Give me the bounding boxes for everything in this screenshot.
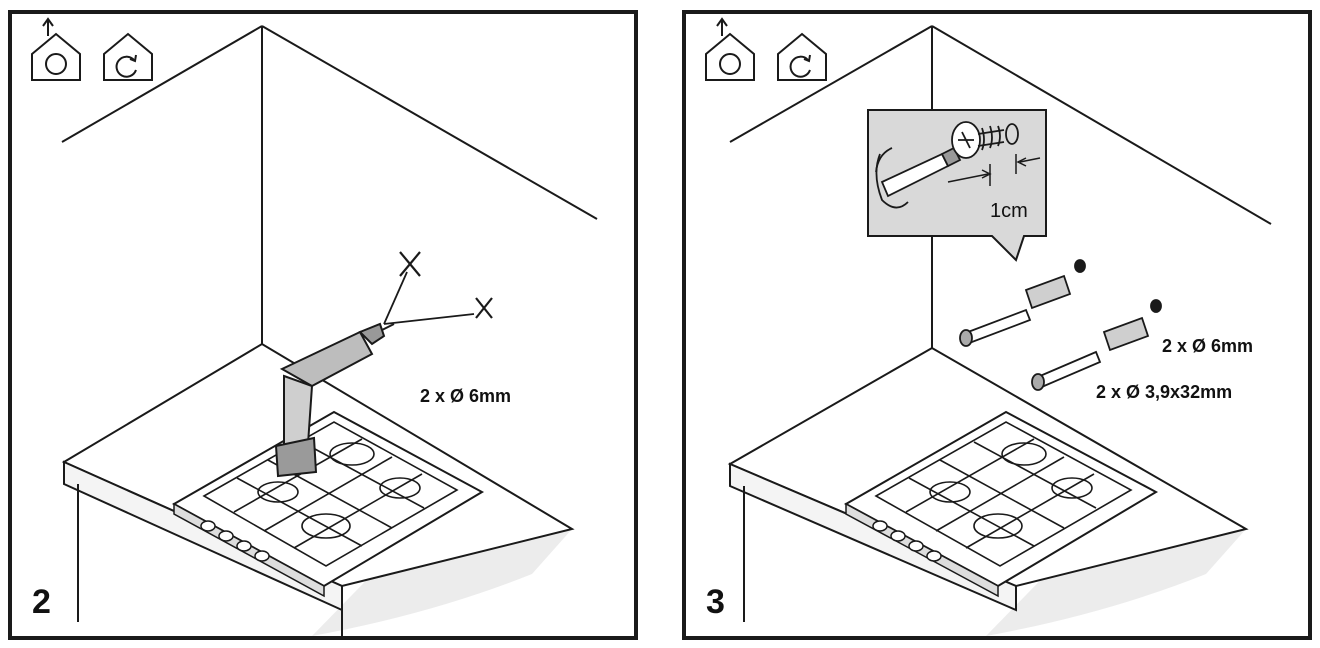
ceiling-line-right xyxy=(261,25,598,220)
hob-knobs xyxy=(200,520,270,562)
screw-spec: 2 x Ø 3,9x32mm xyxy=(1096,382,1233,402)
step-2-panel: 2 x Ø 6mm 2 xyxy=(8,10,638,640)
recirculation-icon xyxy=(103,32,153,81)
floor-shadow xyxy=(312,529,572,636)
drill-mark-x xyxy=(399,251,493,319)
step-number: 2 xyxy=(32,583,51,621)
wall-plug-spec: 2 x Ø 6mm xyxy=(1162,336,1254,356)
step-2-illustration xyxy=(31,17,598,636)
hob-knobs xyxy=(872,520,942,562)
drill-guide-lines xyxy=(383,271,475,325)
ceiling-line-left xyxy=(61,25,263,143)
step-3-panel: 1cm 2 x Ø 6mm 2 x Ø 3,9x32mm 3 xyxy=(682,10,1312,640)
floor-shadow xyxy=(986,529,1246,636)
drill-diameter-spec: 2 x Ø 6mm xyxy=(420,386,512,406)
recirculation-icon xyxy=(777,32,827,81)
hob-grates xyxy=(202,421,459,567)
ceiling-line-right xyxy=(931,25,1272,225)
ducted-extraction-icon xyxy=(31,17,81,81)
screw-gap-label: 1cm xyxy=(990,200,1028,222)
wall-plug-and-screw-top xyxy=(959,259,1086,347)
ducted-extraction-icon xyxy=(705,17,755,81)
hob-grates xyxy=(874,421,1133,567)
screw-callout xyxy=(867,109,1047,262)
wall-plug-and-screw-bottom xyxy=(1031,299,1162,391)
step-number: 3 xyxy=(706,583,725,621)
drill-icon xyxy=(274,322,395,478)
step-3-illustration xyxy=(705,17,1272,636)
ceiling-line-left xyxy=(729,25,933,143)
